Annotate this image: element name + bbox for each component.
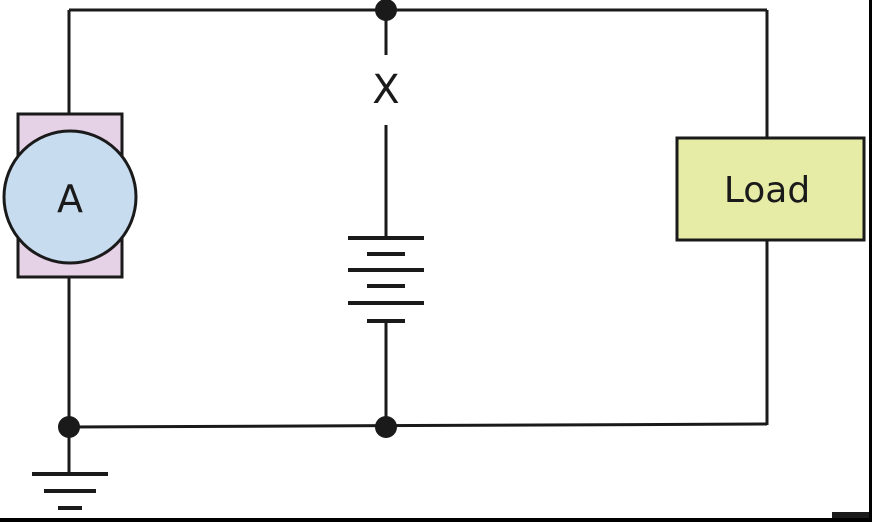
corner-mark bbox=[832, 512, 869, 518]
ammeter-label: A bbox=[57, 177, 83, 221]
junctions bbox=[58, 0, 397, 438]
bottom-wire bbox=[68, 422, 768, 429]
load: Load bbox=[675, 136, 866, 242]
junction-dot-top bbox=[375, 0, 397, 21]
ground-symbol bbox=[32, 472, 108, 510]
ammeter-face bbox=[2, 129, 138, 265]
switch-label: X bbox=[372, 67, 399, 113]
load-label: Load bbox=[724, 170, 810, 211]
ammeter: A bbox=[2, 112, 138, 279]
wires bbox=[67, 8, 769, 472]
junction-dot-bottom-left bbox=[58, 416, 80, 438]
load-box bbox=[675, 136, 866, 242]
battery-symbol bbox=[348, 236, 424, 323]
junction-dot-bottom-middle bbox=[375, 416, 397, 438]
